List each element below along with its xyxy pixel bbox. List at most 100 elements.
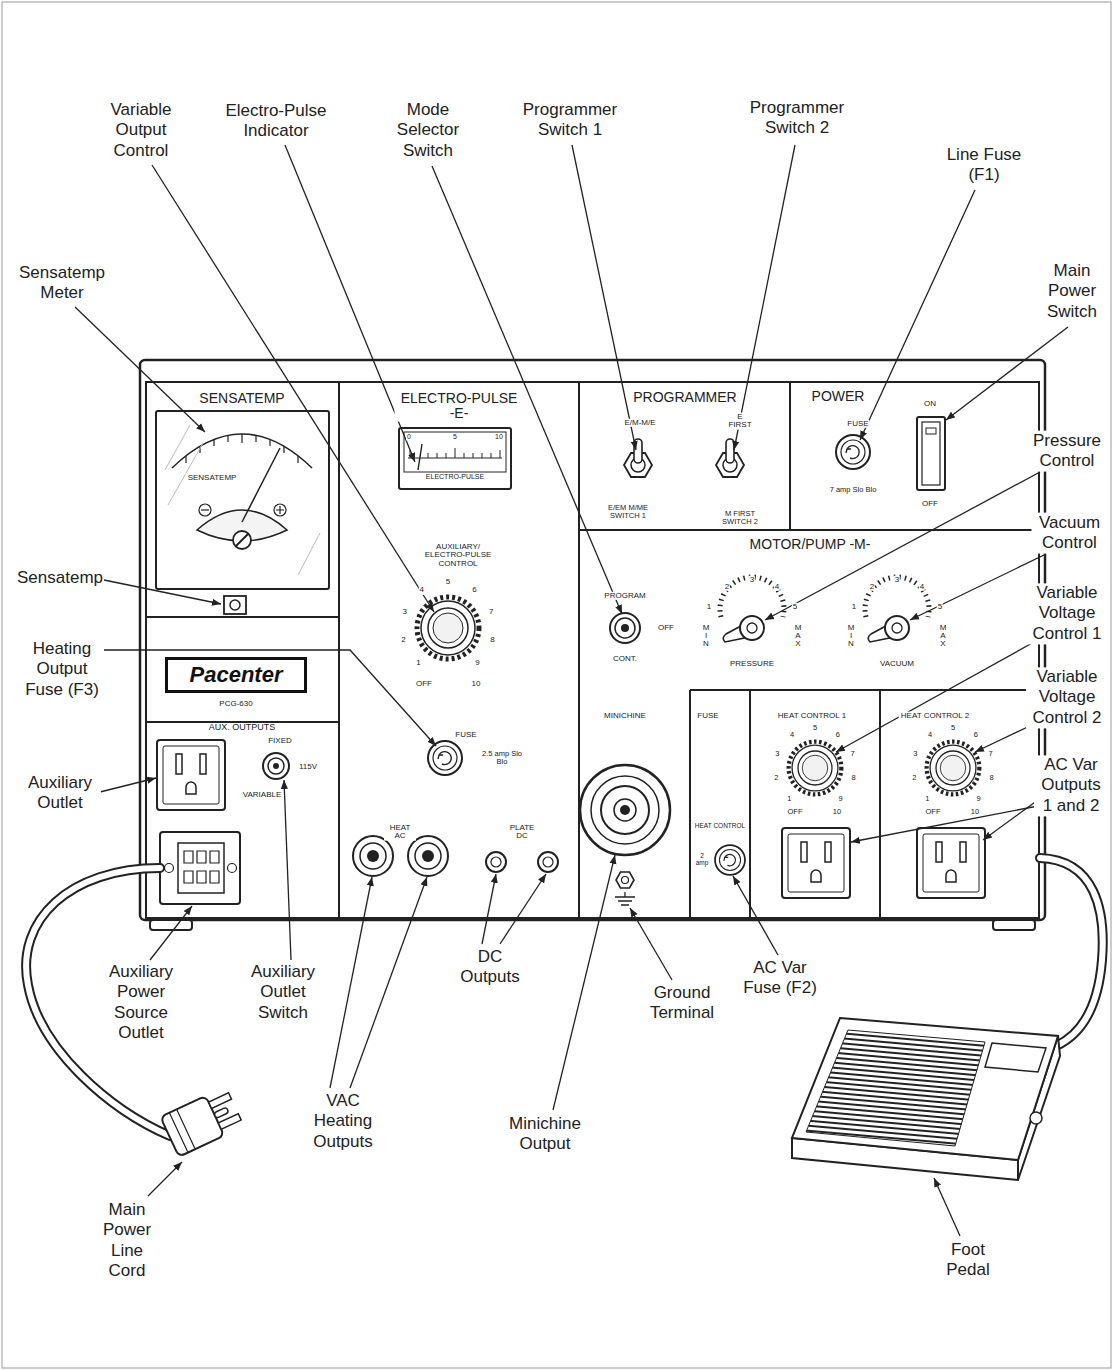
pressure-knob xyxy=(747,623,757,633)
aux-switch xyxy=(273,763,279,769)
leader-line xyxy=(734,145,795,450)
dial-number: 6 xyxy=(471,586,477,594)
dial-number: 1 xyxy=(924,795,930,803)
panel-section: MOTOR/PUMP -M- xyxy=(580,530,1040,690)
dial-number: 2 xyxy=(400,636,406,644)
dial-number: 2 xyxy=(911,774,917,782)
dial-number: 4 xyxy=(927,731,933,739)
dial-number: 10 xyxy=(832,808,842,816)
rocker-mark xyxy=(926,428,936,434)
callout-label: AC Var Outputs 1 and 2 xyxy=(1034,755,1108,816)
inlet-screw xyxy=(165,864,174,873)
leader-line xyxy=(330,877,372,1088)
callout-label: Main Power Line Cord xyxy=(96,1200,158,1282)
dial-number: 9 xyxy=(838,795,844,803)
minichine-socket xyxy=(614,799,636,821)
heat-jack xyxy=(353,836,393,876)
aux-switch xyxy=(263,753,289,779)
panel-marking: PROGRAM xyxy=(603,592,646,600)
leader-line xyxy=(75,307,205,432)
callout-label: Main Power Switch xyxy=(1036,261,1108,322)
callout-label: VAC Heating Outputs xyxy=(305,1091,382,1152)
mode-switch xyxy=(621,624,629,632)
dial-number: OFF xyxy=(925,808,942,816)
dial-number: 3 xyxy=(774,750,780,758)
dial-number: 3 xyxy=(402,608,408,616)
power-inlet xyxy=(160,832,240,904)
panel-section: AUX. OUTPUTS xyxy=(147,722,337,918)
panel-section: FUSE xyxy=(690,690,750,918)
leader-lines xyxy=(75,145,1068,1236)
callout-label: Line Fuse (F1) xyxy=(943,145,1025,186)
pedal-plate xyxy=(985,1043,1046,1072)
callout-label: DC Outputs xyxy=(457,947,524,988)
rocker-switch xyxy=(917,417,945,490)
panel-marking: E FIRST xyxy=(724,413,756,430)
callout-label: Auxiliary Outlet Switch xyxy=(242,962,324,1023)
callout-label: Sensatemp Meter xyxy=(14,263,111,304)
callout-label: Variable Voltage Control 2 xyxy=(1026,667,1108,728)
dial-knob xyxy=(789,742,842,795)
callout-label: Programmer Switch 2 xyxy=(744,98,851,139)
panel-marking: ON xyxy=(923,400,937,408)
fuse-holder xyxy=(428,741,462,775)
panel-marking: E/EM M/ME SWITCH 1 xyxy=(607,504,649,520)
indicator-ticks xyxy=(408,448,502,458)
ac-var-outlet xyxy=(917,828,985,898)
panel-heading: ELECTRO-PULSE -E- xyxy=(395,391,524,422)
panel-marking: MAX xyxy=(939,624,946,648)
callout-label: Pressure Control xyxy=(1026,431,1108,472)
leader-line xyxy=(152,165,434,612)
dial-number: 6 xyxy=(973,731,979,739)
meter-face: SENSATEMP xyxy=(155,410,330,590)
plug-prong xyxy=(209,1093,232,1109)
dial-number: 10 xyxy=(471,680,482,688)
fuse-holder xyxy=(836,435,870,469)
dial-number: 9 xyxy=(976,795,982,803)
dial-number: 1 xyxy=(786,795,792,803)
plus-symbol xyxy=(276,506,284,514)
callout-label: Variable Output Control xyxy=(100,100,182,161)
callout-label: Ground Terminal xyxy=(641,983,723,1024)
dial-number: 8 xyxy=(989,774,995,782)
minus-symbol xyxy=(199,504,211,516)
dial-number: OFF xyxy=(787,808,804,816)
panel-marking: 2 xyxy=(724,583,730,591)
screw-slot xyxy=(236,534,248,546)
sensatemp-socket xyxy=(230,600,240,610)
leader-line xyxy=(983,800,1038,840)
panel-marking: VARIABLE xyxy=(242,791,283,799)
panel-marking: VACUUM xyxy=(879,660,915,668)
power-inlet-face xyxy=(178,843,224,893)
dial-number: 4 xyxy=(789,731,795,739)
pedal-knob xyxy=(1030,1112,1042,1124)
leader-line xyxy=(100,778,156,792)
inlet-contacts xyxy=(184,851,219,883)
panel-marking: AUXILIARY/ ELECTRO-PULSE CONTROL xyxy=(421,543,495,568)
panel-marking: HEAT CONTROL xyxy=(694,823,746,830)
ground-nut xyxy=(616,872,634,888)
panel-marking: 2 amp xyxy=(693,853,711,867)
ac-var-outlet xyxy=(782,828,850,898)
leader-line xyxy=(553,855,615,1110)
leader-line xyxy=(934,1178,960,1236)
pedal-cord xyxy=(1040,858,1103,1046)
callout-label: Foot Pedal xyxy=(937,1240,999,1281)
panel-marking: 1 xyxy=(851,603,857,611)
panel-marking: 5 xyxy=(792,603,798,611)
panel-heading: HEAT CONTROL 2 xyxy=(899,712,971,721)
panel-marking: 2 xyxy=(869,583,875,591)
plug-grip xyxy=(169,1109,195,1152)
pedal-cord xyxy=(1040,858,1103,1046)
dc-jack xyxy=(486,852,506,872)
dial-number: 3 xyxy=(912,750,918,758)
panel-heading: MOTOR/PUMP -M- xyxy=(748,537,873,552)
panel-section: POWER xyxy=(790,384,1040,530)
dial-number: 7 xyxy=(849,750,855,758)
callout-label: AC Var Fuse (F2) xyxy=(739,958,821,999)
callout-label: Vacuum Control xyxy=(1031,513,1108,554)
dial-number: 7 xyxy=(488,608,494,616)
leader-line xyxy=(104,650,436,746)
rocker xyxy=(922,422,940,485)
